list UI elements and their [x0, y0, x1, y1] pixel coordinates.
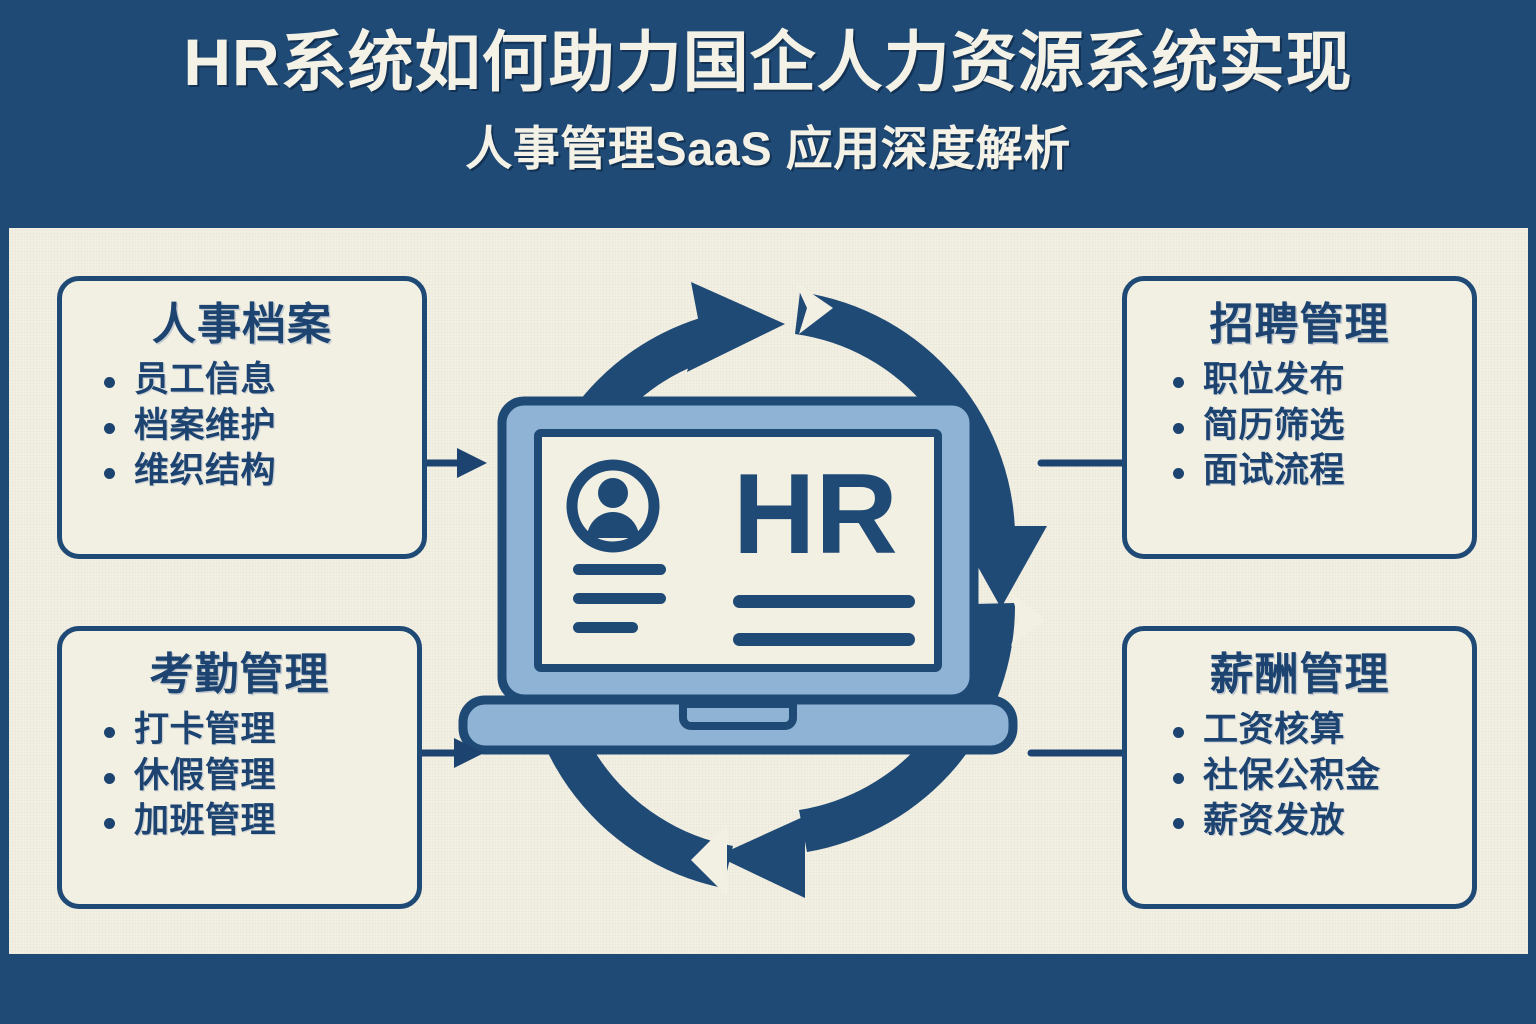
- screen-text-line: [733, 595, 915, 608]
- list-item: 社保公积金: [1173, 753, 1472, 799]
- list-item: 档案维护: [104, 403, 422, 449]
- list-item: 员工信息: [104, 357, 422, 403]
- central-hr-graphic: HR: [455, 248, 1085, 898]
- feature-box-compensation-management[interactable]: 薪酬管理 工资核算 社保公积金 薪资发放: [1122, 626, 1477, 909]
- feature-box-attendance-management[interactable]: 考勤管理 打卡管理 休假管理 加班管理: [57, 626, 422, 909]
- feature-list: 打卡管理 休假管理 加班管理: [62, 707, 417, 844]
- list-item: 维织结构: [104, 448, 422, 494]
- list-item: 休假管理: [104, 753, 417, 799]
- screen-text-line: [573, 593, 666, 604]
- page-subtitle: 人事管理SaaS 应用深度解析: [465, 121, 1071, 175]
- list-item: 职位发布: [1173, 357, 1472, 403]
- list-item: 打卡管理: [104, 707, 417, 753]
- feature-box-title: 人事档案: [152, 300, 332, 349]
- screen-text-line: [573, 564, 666, 575]
- page-title: HR系统如何助力国企人力资源系统实现: [183, 25, 1353, 99]
- feature-list: 员工信息 档案维护 维织结构: [62, 357, 422, 494]
- feature-list: 职位发布 简历筛选 面试流程: [1127, 357, 1472, 494]
- connector-line-recruitment-management: [1037, 459, 1128, 467]
- feature-box-title: 薪酬管理: [1209, 650, 1390, 699]
- screen-hr-label: HR: [733, 451, 898, 578]
- connector-line-compensation-management: [1027, 749, 1128, 757]
- connector-arrow-attendance-management: [412, 738, 484, 768]
- feature-box-recruitment-management[interactable]: 招聘管理 职位发布 简历筛选 面试流程: [1122, 276, 1477, 559]
- user-avatar-icon: [566, 459, 660, 553]
- list-item: 薪资发放: [1173, 798, 1472, 844]
- list-item: 面试流程: [1173, 448, 1472, 494]
- connector-arrow-personnel-records: [415, 448, 487, 478]
- list-item: 简历筛选: [1173, 403, 1472, 449]
- feature-list: 工资核算 社保公积金 薪资发放: [1127, 707, 1472, 844]
- screen-text-line: [733, 633, 915, 646]
- circular-arrows-icon: [522, 282, 1047, 898]
- list-item: 工资核算: [1173, 707, 1472, 753]
- poster-header: HR系统如何助力国企人力资源系统实现 人事管理SaaS 应用深度解析: [0, 0, 1536, 228]
- feature-box-title: 考勤管理: [149, 650, 330, 699]
- feature-box-title: 招聘管理: [1209, 300, 1390, 349]
- feature-box-personnel-records[interactable]: 人事档案 员工信息 档案维护 维织结构: [57, 276, 427, 559]
- list-item: 加班管理: [104, 798, 417, 844]
- screen-text-line: [573, 622, 638, 633]
- screen-content: HR: [566, 451, 915, 646]
